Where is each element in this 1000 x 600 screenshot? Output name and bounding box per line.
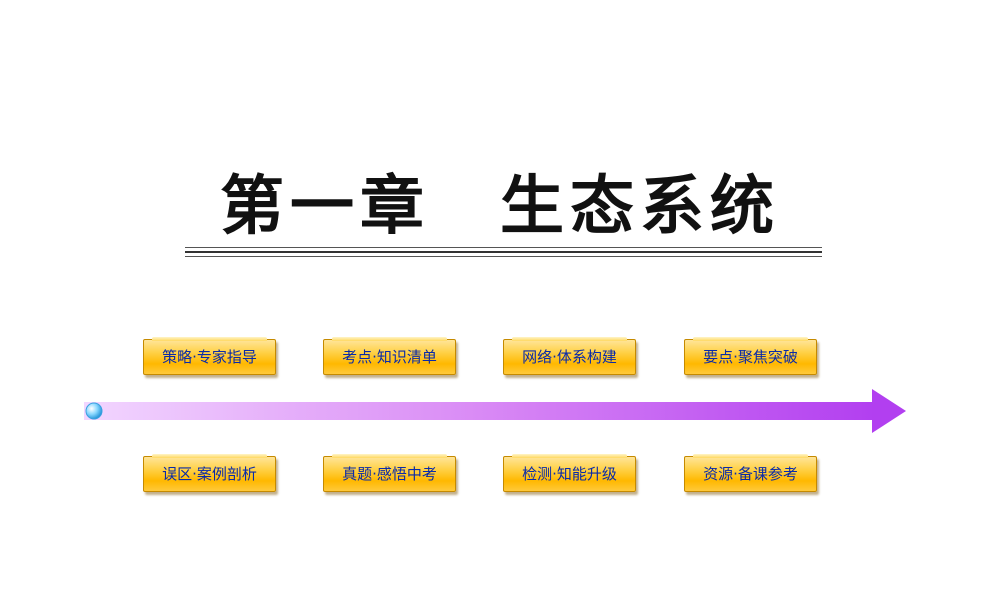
nav-button-label: 真题·感悟中考 <box>342 465 437 483</box>
arrow-shaft <box>84 402 874 420</box>
button-cap <box>693 337 808 341</box>
title-underline-top <box>185 247 822 248</box>
nav-button-strategy[interactable]: 策略·专家指导 <box>143 337 276 375</box>
nav-button-label: 检测·知能升级 <box>522 465 617 483</box>
nav-button-resources[interactable]: 资源·备课参考 <box>684 454 817 492</box>
chapter-name: 生态系统 <box>500 169 780 244</box>
nav-button-label: 误区·案例剖析 <box>162 465 257 483</box>
nav-button-label: 要点·聚焦突破 <box>703 348 798 366</box>
button-cap <box>152 337 267 341</box>
nav-button-label: 策略·专家指导 <box>162 348 257 366</box>
button-cap <box>693 454 808 458</box>
nav-button-mistakes[interactable]: 误区·案例剖析 <box>143 454 276 492</box>
title-underline-bottom <box>185 256 822 257</box>
chapter-title: 第一章生态系统 <box>0 165 1000 249</box>
button-cap <box>332 337 447 341</box>
nav-button-network[interactable]: 网络·体系构建 <box>503 337 636 375</box>
button-cap <box>512 337 627 341</box>
nav-button-label: 考点·知识清单 <box>342 348 437 366</box>
button-cap <box>512 454 627 458</box>
nav-button-knowledge[interactable]: 考点·知识清单 <box>323 337 456 375</box>
title-underline-middle <box>185 251 822 253</box>
nav-button-keypoints[interactable]: 要点·聚焦突破 <box>684 337 817 375</box>
nav-button-exam[interactable]: 真题·感悟中考 <box>323 454 456 492</box>
nav-button-label: 网络·体系构建 <box>522 348 617 366</box>
timeline-start-dot <box>85 402 103 420</box>
button-cap <box>332 454 447 458</box>
nav-button-label: 资源·备课参考 <box>703 465 798 483</box>
arrow-head <box>872 389 906 433</box>
nav-button-test[interactable]: 检测·知能升级 <box>503 454 636 492</box>
timeline-arrow <box>84 389 906 433</box>
chapter-number: 第一章 <box>220 169 430 244</box>
button-cap <box>152 454 267 458</box>
